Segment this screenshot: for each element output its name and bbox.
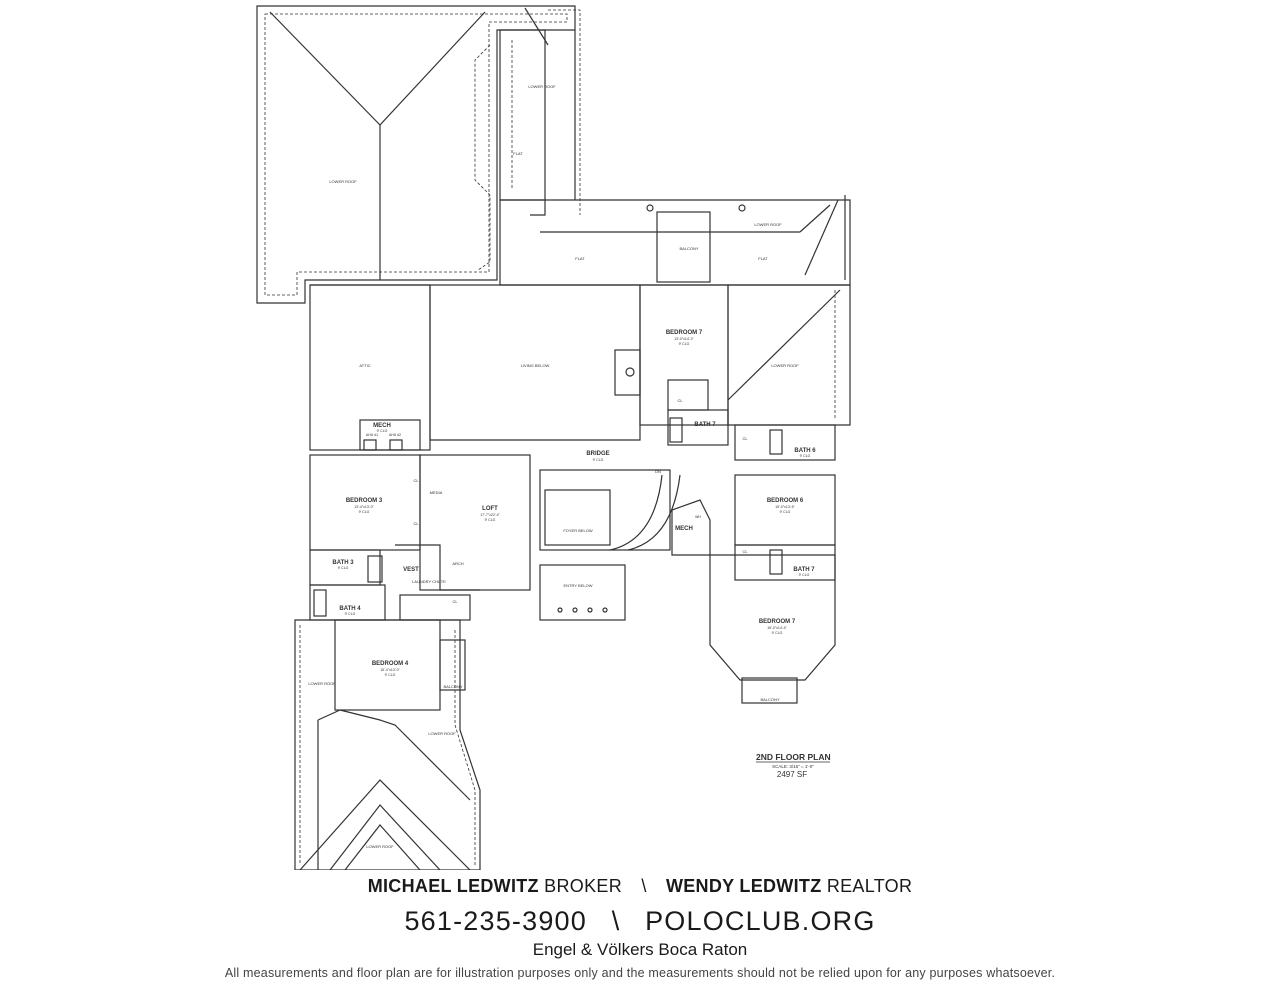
arch-label: ARCH	[452, 561, 463, 566]
room-ceiling: 9' CLG	[385, 673, 396, 677]
plan-scale: SCALE: 3/16" = 1'-0"	[772, 764, 814, 769]
agent1-title: BROKER	[544, 876, 622, 896]
roof-label: LOWER ROOF	[329, 179, 357, 184]
flat-label: FLAT	[513, 151, 523, 156]
website-link[interactable]: POLOCLUB.ORG	[645, 906, 876, 936]
closet-label: CL	[742, 436, 748, 441]
media-label: MEDIA	[430, 490, 443, 495]
room-label-bath4: BATH 4	[339, 606, 361, 612]
separator: \	[641, 876, 647, 896]
room-label-bedroom4: BEDROOM 4	[372, 661, 409, 667]
room-dim: 15'-0"x13'-6"	[775, 505, 795, 509]
room-label-bath7-top: BATH 7	[694, 422, 716, 428]
closet-label: CL	[742, 549, 748, 554]
balcony-label: BALCONY	[760, 697, 779, 702]
flat-label: FLAT	[575, 256, 585, 261]
roof-label: LOWER ROOF	[771, 363, 799, 368]
vest-label: VEST	[403, 567, 419, 573]
room-label-bedroom7-bottom: BEDROOM 7	[759, 619, 796, 625]
floor-plan-drawing: BEDROOM 7 13'-0"x14'-2" 9' CLG BEDROOM 3…	[256, 5, 851, 870]
room-label-bath3: BATH 3	[332, 560, 354, 566]
agent2-name: WENDY LEDWITZ	[665, 876, 822, 896]
room-ceiling: 9' CLG	[359, 510, 370, 514]
separator: \	[611, 906, 621, 936]
roof-outline-top-left	[256, 5, 576, 304]
contact-line: 561-235-3900 \ POLOCLUB.ORG	[0, 906, 1280, 937]
roof-label: LOWER ROOF	[754, 222, 782, 227]
room-dim: 17'-7"x22'-4"	[480, 513, 500, 517]
room-dim: 15'-0"x14'-4"	[767, 626, 787, 630]
room-ceiling: 9' CLG	[338, 566, 349, 570]
plan-title-block: 2ND FLOOR PLAN SCALE: 3/16" = 1'-0" 2497…	[756, 752, 831, 779]
room-label-loft: LOFT	[482, 506, 498, 512]
roof-label: LOWER ROOF	[528, 84, 556, 89]
bridge-ceiling: 9' CLG	[593, 458, 604, 462]
agents-line: MICHAEL LEDWITZ BROKER \ WENDY LEDWITZ R…	[0, 876, 1280, 897]
room-dim: 13'-4"x13'-0"	[354, 505, 374, 509]
room-dim: 13'-0"x14'-2"	[674, 337, 694, 341]
room-label-bedroom3: BEDROOM 3	[346, 498, 383, 504]
room-ceiling: 9' CLG	[377, 429, 388, 433]
room-label-bedroom6: BEDROOM 6	[767, 498, 804, 504]
roof-label: LOWER ROOF	[428, 731, 456, 736]
roof-label: LOWER ROOF	[308, 681, 336, 686]
foyer-below-label: FOYER BELOW	[563, 528, 593, 533]
balcony-label: BALCONY	[443, 684, 462, 689]
plan-title: 2ND FLOOR PLAN	[756, 752, 831, 762]
flat-label: FLAT	[758, 256, 768, 261]
living-below-label: LIVING BELOW	[521, 363, 550, 368]
water-heater-label: WH	[695, 515, 701, 519]
balcony-label: BALCONY	[679, 246, 698, 251]
room-label-bath6: BATH 6	[794, 448, 816, 454]
laundry-label: LAUNDRY CHUTE	[412, 579, 446, 584]
phone-number: 561-235-3900	[404, 906, 587, 936]
entry-below-label: ENTRY BELOW	[564, 583, 593, 588]
agent2-title: REALTOR	[826, 876, 913, 896]
room-label-mech-left: MECH	[373, 423, 391, 429]
ahu-label: AHU #2	[389, 433, 401, 437]
room-ceiling: 9' CLG	[679, 342, 690, 346]
closet-label: CL	[413, 478, 419, 483]
agent1-name: MICHAEL LEDWITZ	[367, 876, 539, 896]
disclaimer-text: All measurements and floor plan are for …	[224, 966, 1056, 980]
room-label-bedroom7-top: BEDROOM 7	[666, 330, 703, 336]
room-label-bath7-bottom: BATH 7	[793, 567, 815, 573]
room-ceiling: 9' CLG	[485, 518, 496, 522]
attic-label: ATTIC	[359, 363, 370, 368]
roof-label: LOWER ROOF	[366, 844, 394, 849]
room-ceiling: 9' CLG	[800, 454, 811, 458]
closet-label: CL	[677, 398, 683, 403]
room-ceiling: 9' CLG	[772, 631, 783, 635]
closet-label: CL	[413, 521, 419, 526]
room-ceiling: 9' CLG	[345, 612, 356, 616]
bridge-label: BRIDGE	[586, 451, 609, 457]
ahu-label: AHU #1	[366, 433, 378, 437]
stair-down-label: DN	[655, 469, 661, 474]
plan-area: 2497 SF	[777, 770, 807, 779]
closet-label: CL	[452, 599, 458, 604]
room-ceiling: 9' CLG	[799, 573, 810, 577]
room-dim: 15'-4"x13'-0"	[380, 668, 400, 672]
room-ceiling: 9' CLG	[780, 510, 791, 514]
brokerage-name: Engel & Völkers Boca Raton	[532, 940, 748, 959]
room-label-mech-right: MECH	[675, 526, 693, 532]
